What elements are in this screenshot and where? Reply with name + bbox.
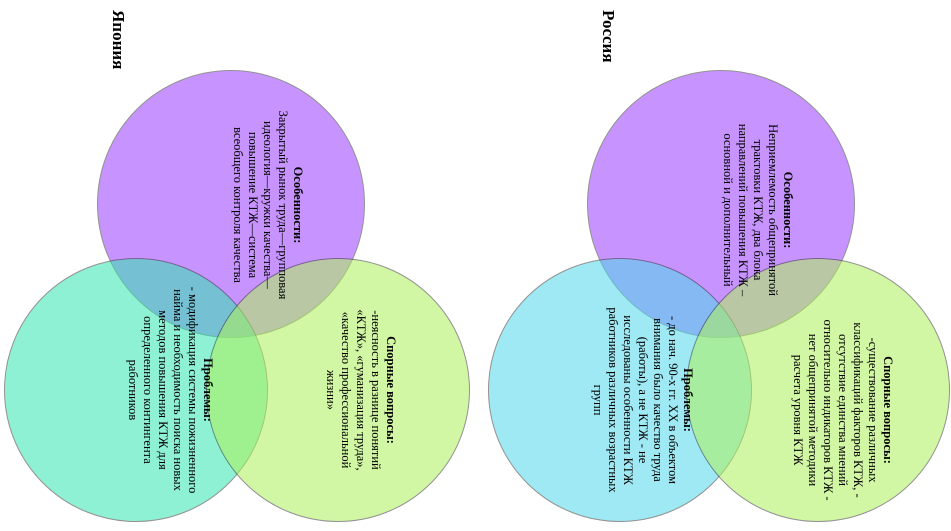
japan-features-block: Особенности: Закрытый рынок труда—группо… [155,105,305,305]
japan-problems-block: Проблемы: - модификация системы пожизнен… [35,285,215,495]
japan-features-heading: Особенности: [291,166,305,244]
russia-features-heading: Особенности: [781,171,795,249]
russia-problems-text: - до нач. 90-х гг. ХХ в объектом внимани… [591,307,680,493]
japan-features-text: Закрытый рынок труда—групповая идеология… [231,110,290,300]
russia-issues-heading: Спорные вопросы: [881,356,895,464]
russia-title: Россия [599,10,618,63]
japan-issues-block: Спорные вопросы: -неясность в разнице по… [268,300,398,480]
russia-issues-circle [686,258,950,522]
russia-problems-heading: Проблемы: [681,368,695,432]
russia-features-block: Особенности: Неприемлемость общепринятой… [645,110,795,310]
japan-issues-circle [206,258,470,522]
russia-issues-block: Спорные вопросы: -существование различны… [715,315,895,505]
russia-issues-text: -существование различных классификаций ф… [791,319,880,501]
japan-issues-text: -неясность в разнице понятий «КТЖ», «гум… [324,309,383,471]
japan-issues-heading: Спорные вопросы: [384,336,398,444]
japan-problems-text: - модификация системы пожизненного найма… [126,286,200,494]
russia-features-text: Неприемлемость общепринятой трактовки КТ… [721,123,780,297]
japan-title: Япония [109,10,128,70]
russia-problems-block: Проблемы: - до нач. 90-х гг. ХХ в объект… [515,305,695,495]
japan-problems-heading: Проблемы: [201,358,215,422]
